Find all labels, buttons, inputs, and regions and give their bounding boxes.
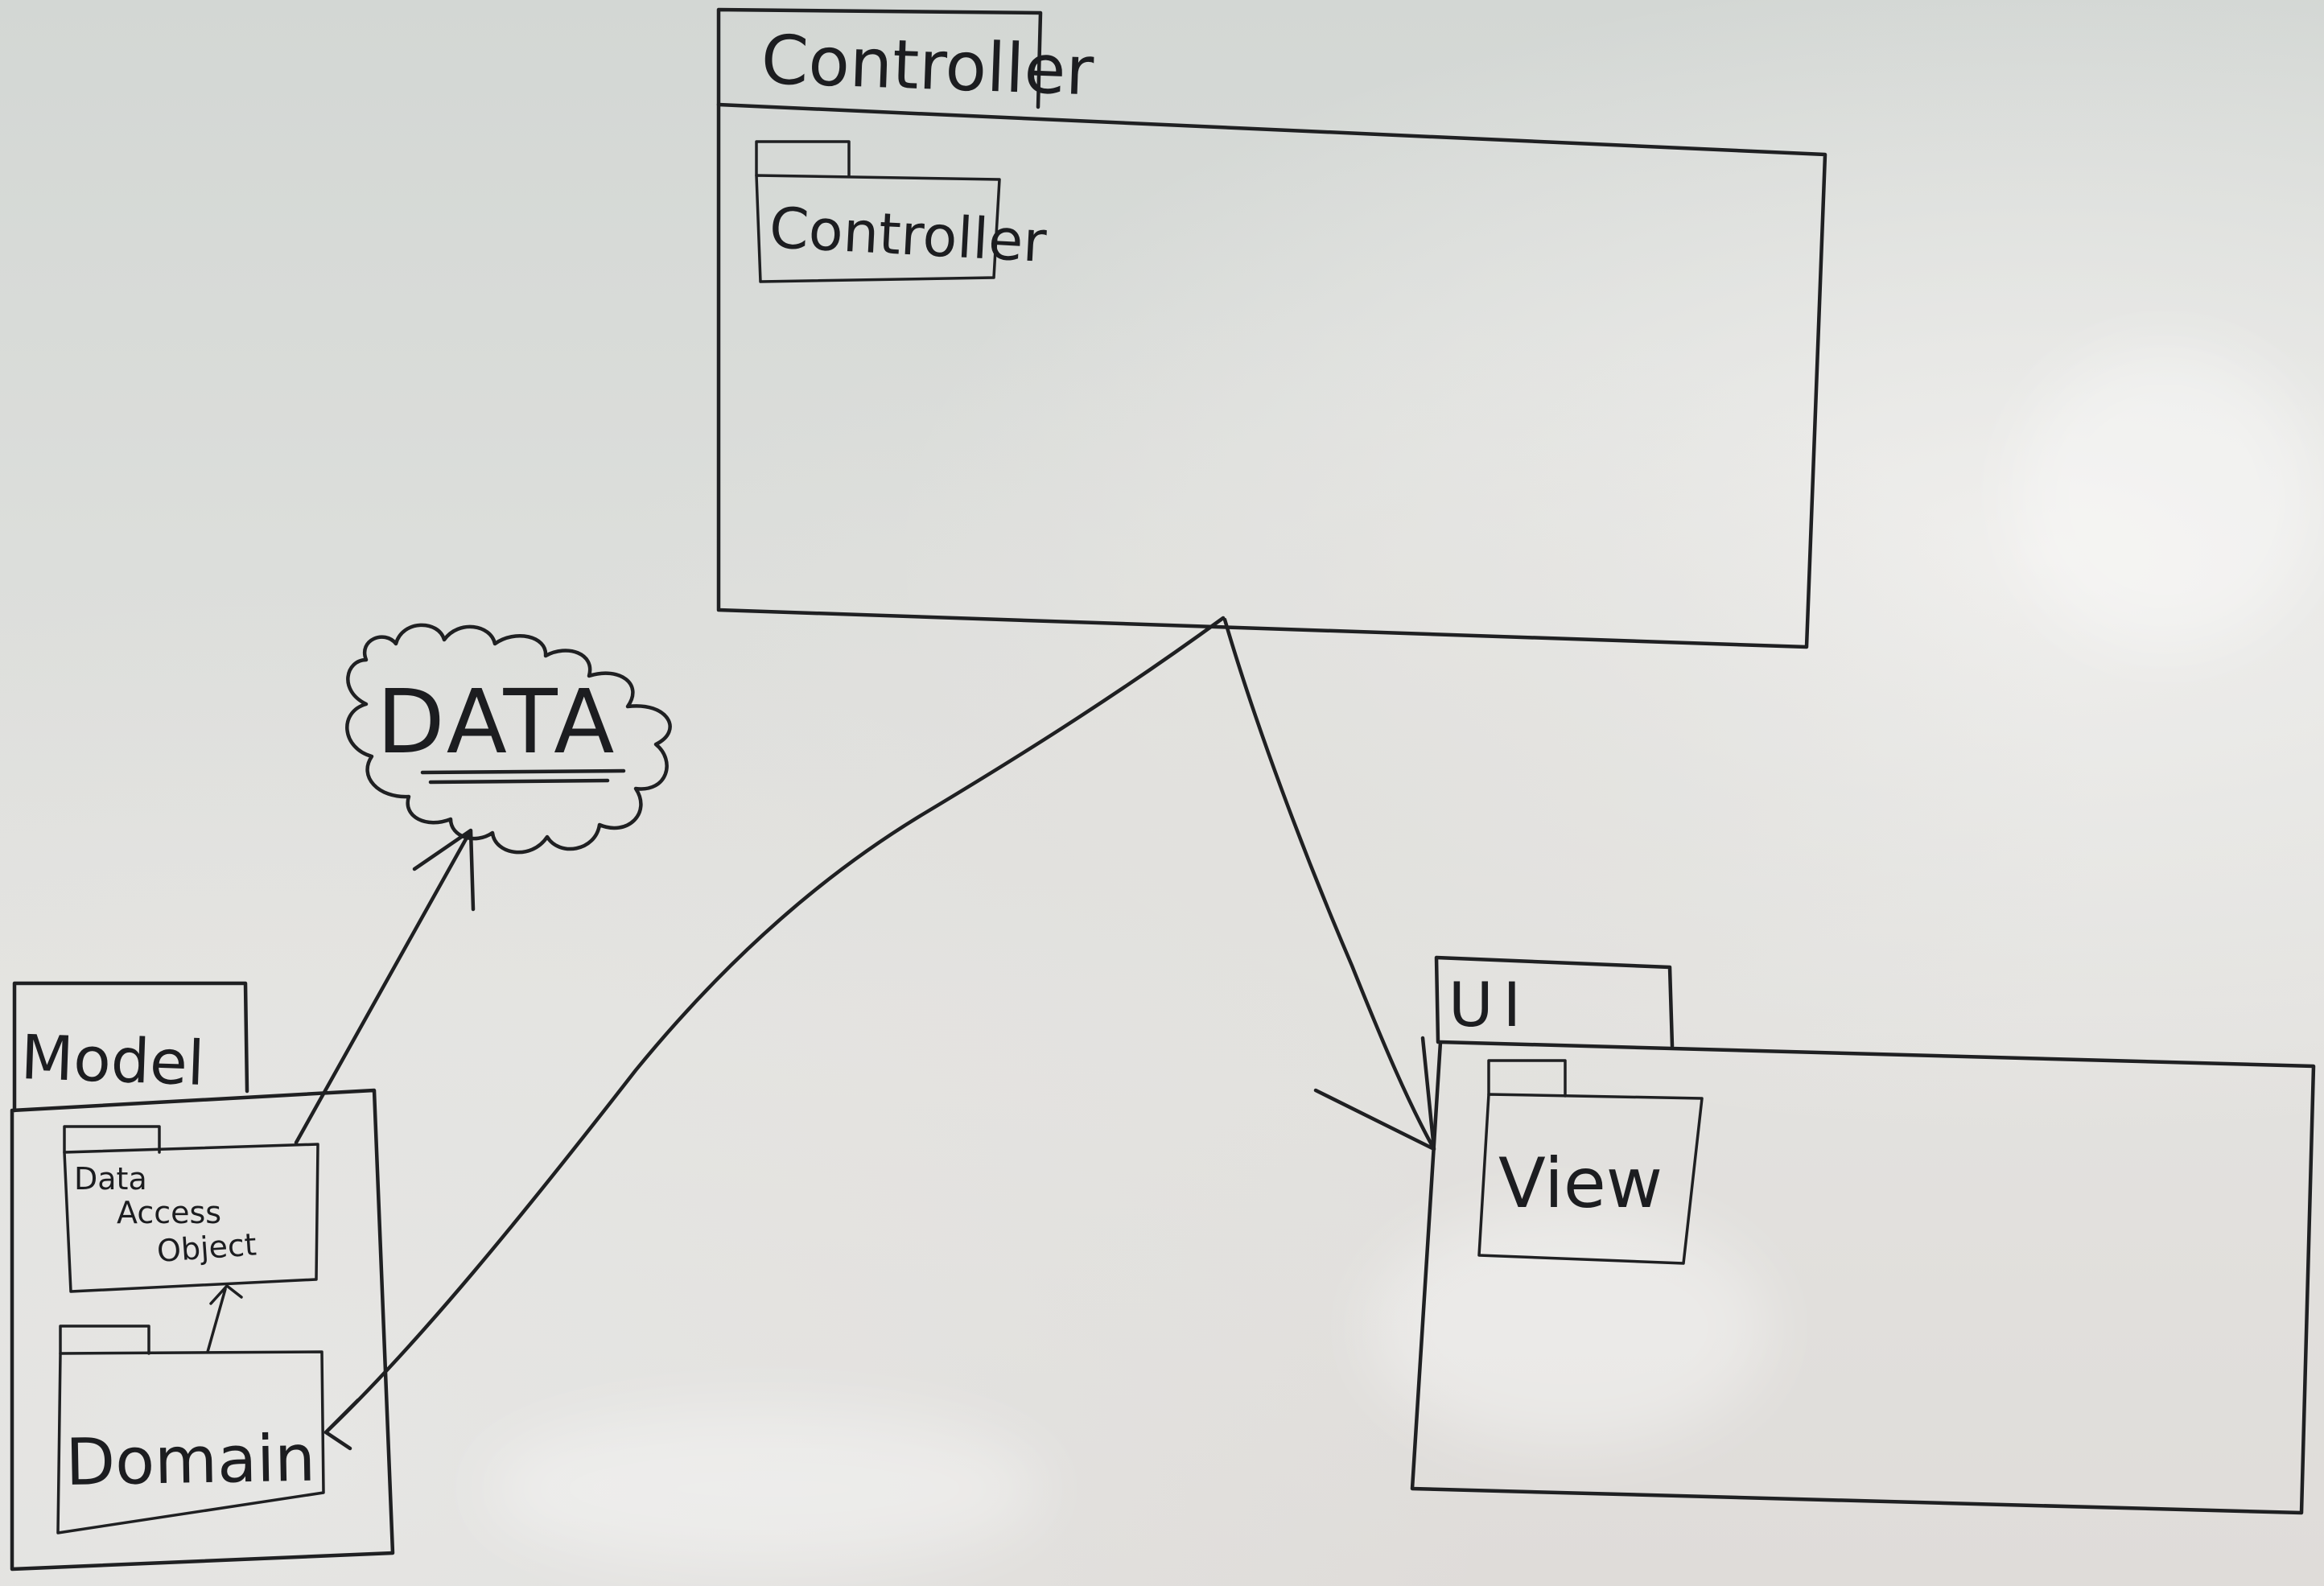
view-class: View: [1477, 1059, 1704, 1265]
data-store-label: DATA: [377, 670, 617, 773]
controller-class-box: [755, 174, 1001, 283]
model-package-body: [10, 1088, 395, 1572]
domain-to-dao-arrow: [206, 1284, 243, 1353]
model-package-tab: [12, 981, 249, 1113]
view-class-tab: [1487, 1059, 1567, 1098]
controller-class: Controller: [755, 140, 1048, 283]
domain-class-label: Domain: [65, 1421, 316, 1500]
dao-label-line-3: Object: [156, 1226, 258, 1269]
controller-package-tab: [716, 7, 1043, 109]
controller-to-domain-arrow: [323, 616, 1226, 1451]
domain-class-box: [56, 1350, 325, 1535]
controller-package-body: [716, 102, 1827, 649]
data-store-cloud: DATA: [345, 623, 672, 855]
controller-package-label: Controller: [760, 20, 1095, 110]
dao-to-data-arrow: [294, 828, 476, 1145]
ui-package-tab: [1434, 955, 1675, 1048]
controller-to-view-arrow: [1222, 617, 1436, 1151]
controller-class-label: Controller: [768, 195, 1048, 275]
dao-class-box: [63, 1143, 319, 1293]
domain-class: Domain: [56, 1324, 325, 1535]
cloud-outline: [345, 623, 672, 855]
model-package: Model Data Access Object Domain: [10, 981, 395, 1572]
ui-package-body: [1410, 1040, 2316, 1515]
data-access-object-class: Data Access Object: [63, 1125, 319, 1293]
ui-package-label: UI: [1448, 969, 1531, 1040]
ui-package: UI View: [1410, 955, 2316, 1515]
dao-label-line-2: Access: [117, 1195, 221, 1230]
model-package-label: Model: [19, 1021, 205, 1099]
domain-class-tab: [59, 1324, 150, 1355]
controller-class-tab: [755, 140, 851, 177]
data-store-underline: [420, 768, 626, 785]
dao-label-line-1: Data: [74, 1161, 147, 1197]
view-class-label: View: [1498, 1143, 1663, 1224]
controller-package: Controller Controller: [716, 7, 1827, 649]
view-class-box: [1477, 1093, 1704, 1265]
dao-class-tab: [63, 1125, 161, 1154]
